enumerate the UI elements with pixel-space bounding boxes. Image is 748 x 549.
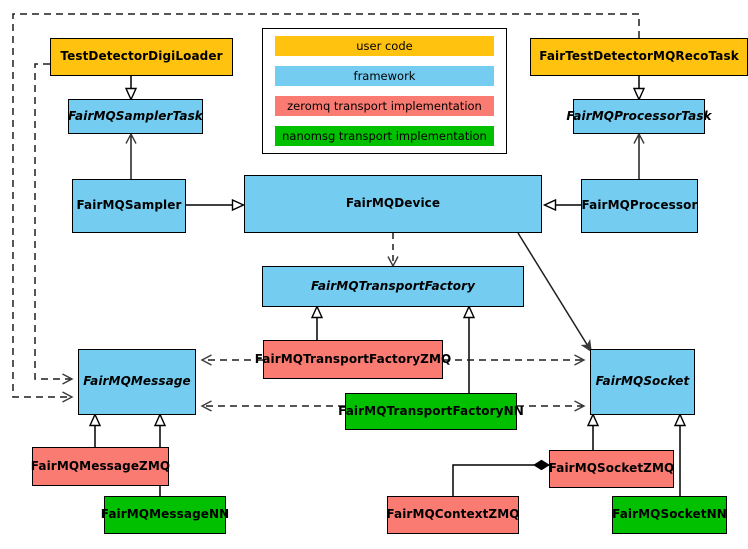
class-label: FairMQTransportFactoryZMQ bbox=[254, 351, 452, 366]
class-label: FairMQSocket bbox=[595, 374, 690, 389]
edge-contextzmq-socketzmq bbox=[452, 459, 550, 496]
class-box-fair-mq-processor-task[interactable]: FairMQProcessorTask bbox=[566, 99, 712, 134]
class-box-fair-mq-message[interactable]: FairMQMessage bbox=[78, 349, 196, 415]
class-box-fair-mq-context-zmq[interactable]: FairMQContextZMQ bbox=[386, 496, 520, 534]
legend-item-framework: framework bbox=[275, 66, 494, 86]
class-label: FairMQMessage bbox=[83, 374, 191, 389]
class-box-fair-mq-message-nn[interactable]: FairMQMessageNN bbox=[101, 496, 229, 534]
legend-label: user code bbox=[356, 39, 413, 53]
class-label: FairMQMessageZMQ bbox=[30, 458, 171, 473]
class-label: FairMQProcessor bbox=[581, 198, 698, 213]
class-label: FairMQTransportFactory bbox=[310, 278, 476, 293]
legend-label: framework bbox=[353, 69, 416, 83]
legend-item-nanomsg: nanomsg transport implementation bbox=[275, 126, 494, 146]
class-label: FairMQContextZMQ bbox=[386, 507, 520, 522]
class-box-fair-mq-socket-zmq[interactable]: FairMQSocketZMQ bbox=[549, 450, 674, 488]
legend-label: nanomsg transport implementation bbox=[282, 129, 487, 143]
class-box-fair-mq-transport-factory-zmq[interactable]: FairMQTransportFactoryZMQ bbox=[255, 340, 451, 379]
class-box-fair-mq-processor[interactable]: FairMQProcessor bbox=[581, 179, 698, 233]
edge-device-socket bbox=[517, 232, 591, 351]
class-box-fair-mq-sampler[interactable]: FairMQSampler bbox=[72, 179, 186, 233]
class-label: FairMQDevice bbox=[345, 196, 441, 211]
legend-item-user-code: user code bbox=[275, 36, 494, 56]
class-label: FairMQMessageNN bbox=[100, 507, 230, 522]
class-label: FairMQSocketNN bbox=[612, 507, 727, 522]
class-label: FairMQTransportFactoryNN bbox=[338, 403, 524, 418]
class-label: TestDetectorDigiLoader bbox=[60, 49, 223, 64]
class-label: FairMQSamplerTask bbox=[68, 108, 203, 123]
class-box-test-detector-digi-loader[interactable]: TestDetectorDigiLoader bbox=[50, 38, 233, 76]
legend-label: zeromq transport implementation bbox=[287, 99, 482, 113]
edge-digiloader-message bbox=[34, 63, 74, 385]
legend-item-zeromq: zeromq transport implementation bbox=[275, 96, 494, 116]
legend: user code framework zeromq transport imp… bbox=[262, 28, 507, 154]
class-label: FairMQProcessorTask bbox=[566, 108, 712, 123]
class-label: FairTestDetectorMQRecoTask bbox=[539, 49, 739, 64]
class-label: FairMQSocketZMQ bbox=[548, 461, 675, 476]
class-box-fair-mq-device[interactable]: FairMQDevice bbox=[244, 175, 542, 233]
class-box-fair-mq-transport-factory-nn[interactable]: FairMQTransportFactoryNN bbox=[338, 393, 524, 430]
class-box-fair-mq-socket-nn[interactable]: FairMQSocketNN bbox=[612, 496, 727, 534]
class-box-fair-test-detector-mq-reco-task[interactable]: FairTestDetectorMQRecoTask bbox=[530, 38, 748, 76]
class-box-fair-mq-transport-factory[interactable]: FairMQTransportFactory bbox=[262, 266, 524, 307]
class-box-fair-mq-socket[interactable]: FairMQSocket bbox=[590, 349, 695, 415]
class-label: FairMQSampler bbox=[76, 198, 182, 213]
class-box-fair-mq-message-zmq[interactable]: FairMQMessageZMQ bbox=[30, 447, 171, 486]
class-box-fair-mq-sampler-task[interactable]: FairMQSamplerTask bbox=[68, 99, 203, 134]
